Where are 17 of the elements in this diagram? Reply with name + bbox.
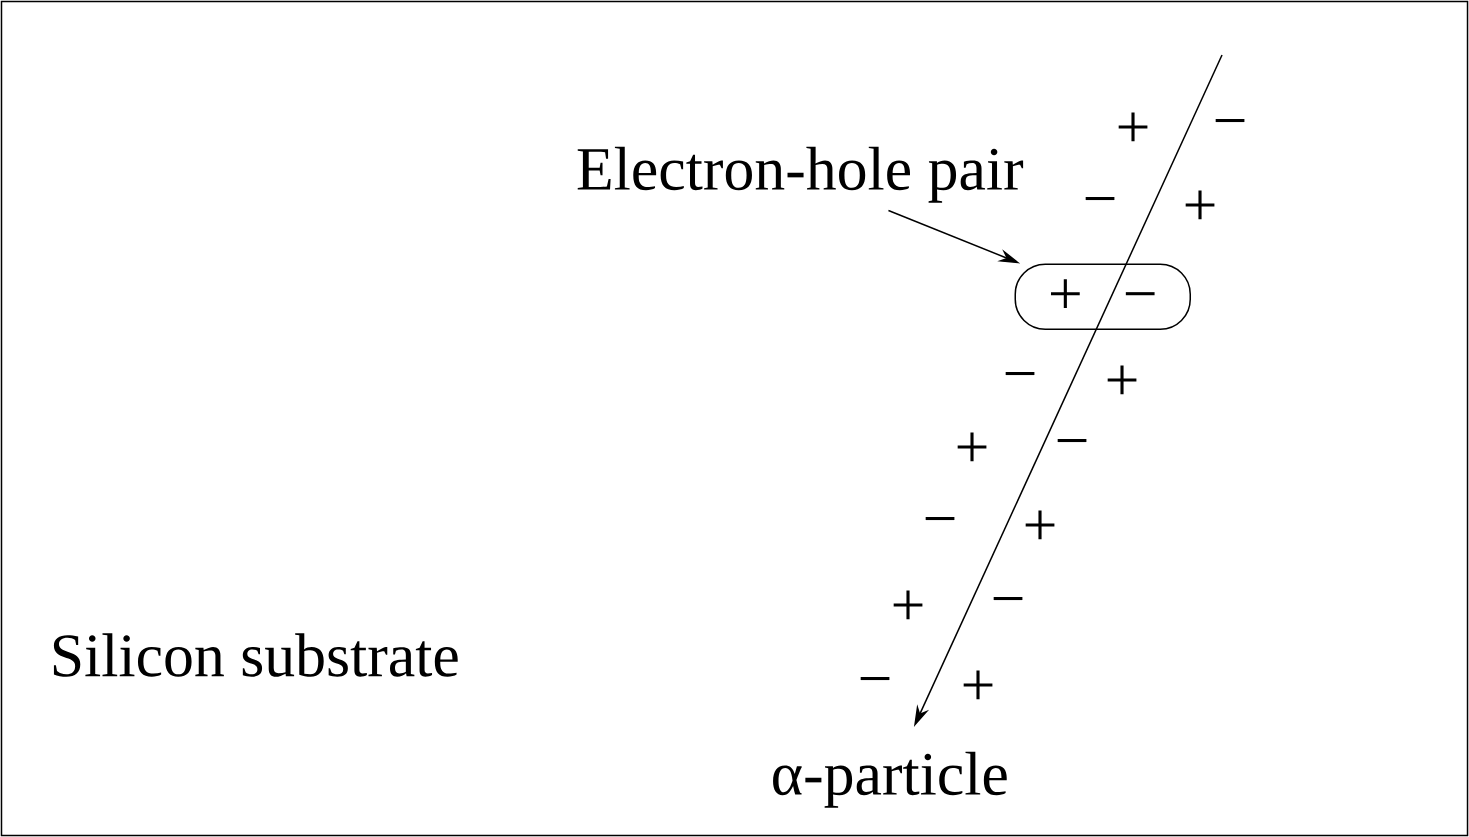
charge-pair-capsule: + − xyxy=(1014,263,1191,330)
charge-sign: − xyxy=(860,677,890,681)
charge-sign: − xyxy=(993,597,1023,601)
text-label: α-particle xyxy=(773,751,1007,808)
charge-sign: − xyxy=(1057,439,1087,443)
charge-sign: + xyxy=(893,590,923,620)
charge-sign: + xyxy=(1118,112,1148,142)
charge-sign: + xyxy=(963,670,993,700)
charge-sign: + xyxy=(1185,190,1215,220)
charge-sign: − xyxy=(1215,119,1245,123)
charge-sign: − xyxy=(1005,372,1035,376)
charge-sign: − xyxy=(1085,197,1115,201)
charge-sign: + xyxy=(1025,510,1055,540)
charge-sign: − xyxy=(925,517,955,521)
charge-sign: + xyxy=(1107,365,1137,395)
charge-sign: + xyxy=(957,432,987,462)
text-label: Electron-hole pair xyxy=(577,146,1024,203)
